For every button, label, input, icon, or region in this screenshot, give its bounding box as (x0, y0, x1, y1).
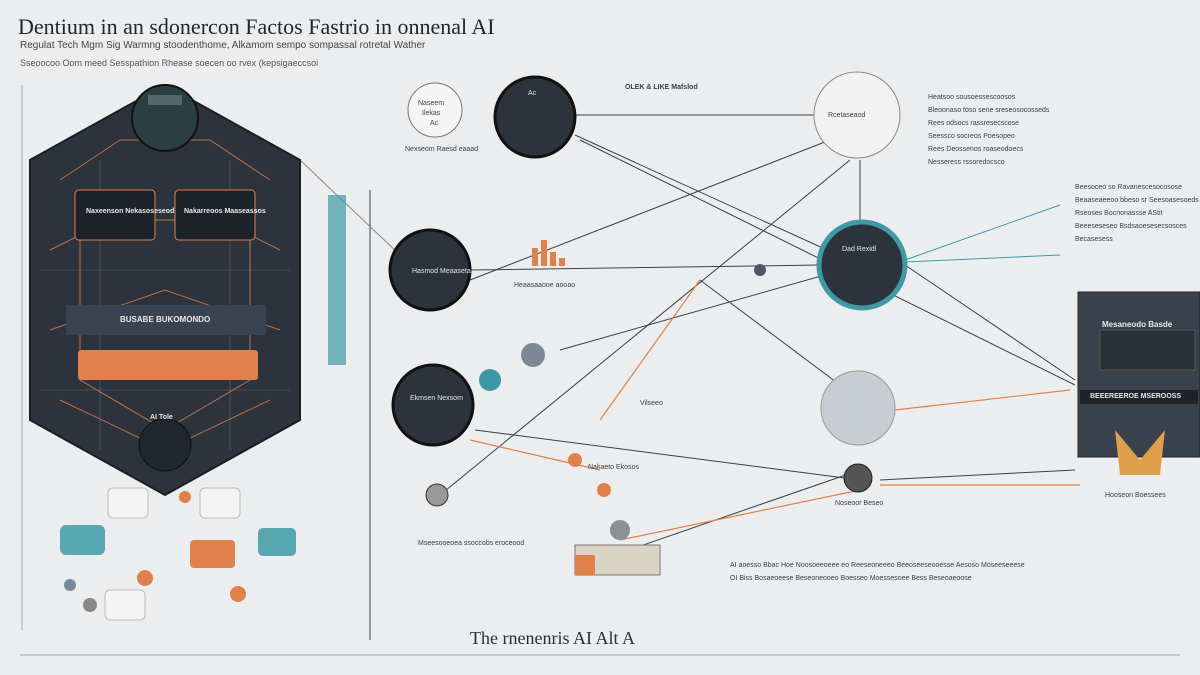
device-orange-block (575, 555, 595, 575)
bottom-text-line-2: OI Biss Bosaeoeese Beseoneooeo Boesseo M… (730, 575, 972, 582)
node-dot (754, 264, 766, 276)
node-low-left (391, 363, 475, 447)
caption-a: Vilseeo (640, 400, 663, 407)
right-panel-screen (1099, 329, 1196, 371)
hexagon-box-left-label: Naxeenson Nekasoseseod (86, 208, 175, 215)
side-accent-bar (328, 195, 346, 365)
hexagon-box-left (74, 189, 156, 241)
connector-line (904, 264, 1076, 381)
hexagon-top-circle-mark (148, 95, 182, 105)
right-list-secondary: Beesoceo so Ravanescesocosose Beaaseaeeo… (1075, 184, 1199, 249)
right-panel-label: Mesaneodo Basde (1102, 320, 1173, 329)
mini-bar-icon (532, 240, 565, 266)
node-teal (816, 219, 908, 311)
node-dot (568, 453, 582, 467)
connector-line (894, 389, 1071, 411)
node-top-small-label: Ac (430, 120, 439, 127)
diagram-subtitle-secondary: Sseoocoo Oom meed Sesspathion Rhease soe… (20, 58, 319, 68)
node-dot (425, 483, 449, 507)
node-right-top-label: Rcetaseaod (828, 112, 866, 119)
hexagon-top-circle (131, 84, 199, 152)
right-list-item: Rseoses Bocnonassse AStit (1075, 210, 1163, 217)
connector-line (879, 469, 1076, 481)
node-top-small-caption: Nexseom Raesd eaaad (405, 146, 479, 153)
right-list-item: Seessco socreos Poesopeo (928, 133, 1015, 140)
diagram-subtitle: Regulat Tech Mgm Sig Warmng stoodenthome… (20, 40, 426, 51)
right-list-item: Heatsoo sousoessescoosos (928, 94, 1016, 101)
connector-line (469, 264, 821, 271)
caption-b: Nakaeto Ekosos (588, 464, 639, 471)
node-top-dark (493, 75, 577, 159)
hexagon-band-label: BUSABE BUKOMONDO (120, 315, 211, 324)
node-top-small-label: Naseem (418, 100, 445, 107)
orange-connectors (469, 279, 1080, 541)
hexagon-orange-bar (78, 350, 258, 380)
right-list-item: Beeeseseseo Bsdsaoesesecsosces (1075, 223, 1187, 230)
connector-line (299, 159, 401, 256)
connector-line (474, 429, 861, 481)
hexagon-box-right-label: Nakarreoos Maaseassos (184, 208, 266, 215)
right-list-item: Bleoonaso toso sene sreseosocosseds (928, 107, 1050, 114)
device-knob (610, 520, 630, 540)
right-panel-band (1080, 390, 1198, 404)
connector-line (904, 204, 1061, 261)
node-mid-left-label: Hasmod Meaaseta (412, 268, 471, 275)
caption-d: Mseesooeoea ssoccobs eroceood (418, 540, 525, 547)
footer-caption: The rnenenris AI Alt A (470, 628, 635, 648)
bottom-text-line-1: AI aoesso Bbac Hoe Noosoeeoeee eo Reeseo… (730, 562, 1025, 569)
right-list-item: Beesoceo so Ravanescesocosose (1075, 184, 1183, 191)
right-panel-caption: Hooseon Boessees (1105, 492, 1166, 499)
node-mid-left (388, 228, 472, 312)
node-grey (820, 370, 896, 446)
node-teal-label: Dad Rexidl (842, 246, 877, 253)
right-panel-funnel (1115, 430, 1165, 475)
right-list: Heatsoo sousoessescoosos Bleoonaso toso … (928, 94, 1049, 172)
connector-line (619, 489, 861, 541)
hexagon-bottom-circle (138, 418, 192, 472)
right-list-item: Becasesess (1075, 236, 1113, 243)
connector-line (559, 264, 861, 351)
right-list-item: Rees Deossenos roaseodoecs (928, 146, 1024, 153)
connector-line (599, 279, 701, 421)
node-dot (521, 343, 545, 367)
connector-line (439, 159, 851, 496)
node-right-top (813, 71, 901, 159)
right-list-item: Nesseress rssoredocsco (928, 159, 1005, 166)
hexagon-band (66, 305, 266, 335)
right-list-item: Rees odsocs rassresecscose (928, 120, 1020, 127)
caption-c: Noseoor Beseo (835, 500, 884, 507)
hexagon-box-right (174, 189, 256, 241)
node-top-small-label: Ilekas (422, 110, 441, 117)
node-dot (479, 369, 501, 391)
diagram-title: Dentium in an sdonercon Factos Fastrio i… (18, 14, 495, 39)
right-list-item: Beaaseaeeoo bbeso sr Seesoasesoeds (1075, 197, 1199, 204)
left-cluster (60, 487, 296, 621)
node-small-dark (843, 463, 873, 493)
right-panel-band-label: BEEEREEROE MSEROOSS (1090, 393, 1182, 400)
node-mid-left-caption: Heaasaaooe aooao (514, 282, 576, 289)
connector-line (904, 254, 1061, 263)
connector-line (469, 139, 831, 281)
node-top-dark-label: Ac (528, 90, 537, 97)
node-top-small (407, 82, 463, 138)
node-low-left-label: Ekmsen Nexsom (410, 395, 463, 402)
node-top-dark-caption: OLEK & LIKE Mafslod (625, 84, 698, 91)
hexagon-bottom-tag: AI Tole (150, 414, 173, 421)
right-panel (1077, 291, 1200, 458)
node-dot (597, 483, 611, 497)
connector-line (574, 134, 861, 266)
